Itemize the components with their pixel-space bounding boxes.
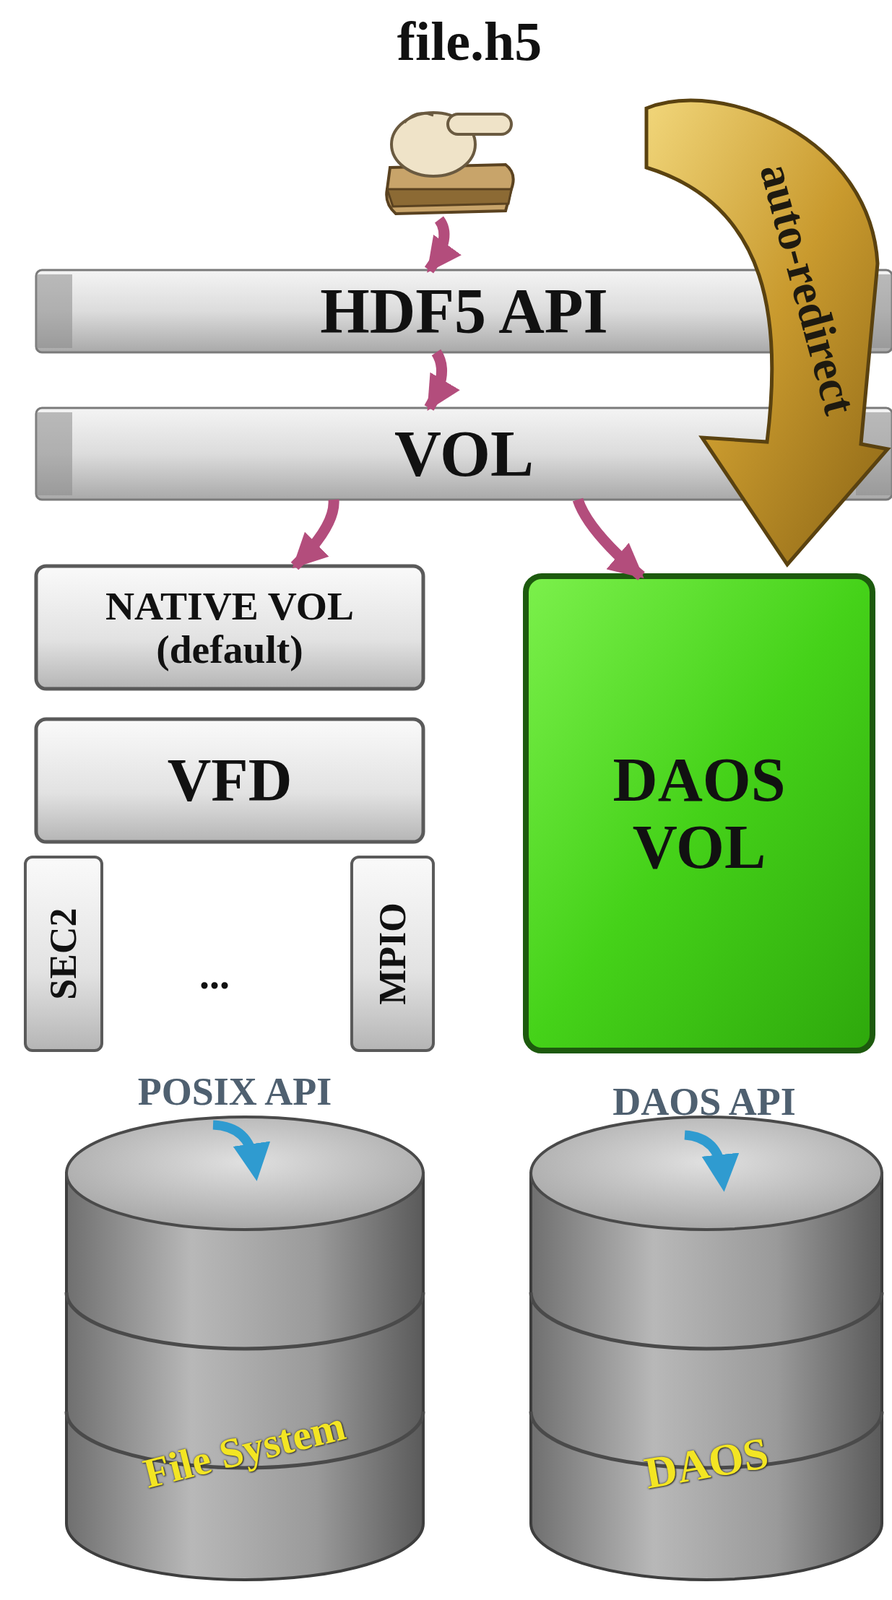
file-node: file.h5 <box>346 7 593 220</box>
node-text: File System <box>139 1404 351 1498</box>
node-text: DAOS VOL <box>569 746 830 882</box>
api-label: POSIX API <box>137 1072 333 1112</box>
native-vol-box <box>36 566 424 690</box>
process-box: VFD <box>36 719 424 843</box>
api-band: HDF5 API <box>36 270 892 353</box>
storage-cylinder: File System <box>66 1117 424 1582</box>
process-box: NATIVE VOL (default) <box>36 566 424 690</box>
vfd-box <box>36 719 424 843</box>
flow-arrow <box>577 499 642 577</box>
node-text: VOL <box>394 418 534 489</box>
node-text: file.h5 <box>397 11 543 71</box>
node-text: DAOS <box>641 1429 773 1499</box>
storage-cylinder: DAOS <box>530 1117 883 1582</box>
driver-box: SEC2 <box>25 857 102 1051</box>
node-text: HDF5 API <box>319 276 608 346</box>
api-arrow <box>684 1135 723 1174</box>
driver-box <box>351 857 434 1051</box>
node-text: VFD <box>167 748 293 814</box>
node-text: NATIVE VOL (default) <box>43 584 417 671</box>
file-icon <box>386 112 513 214</box>
driver-box <box>25 857 102 1051</box>
vol-band: VOL <box>36 408 892 500</box>
daos-vol-box <box>525 576 873 1051</box>
flow-arrow <box>294 499 334 567</box>
api-arrow <box>213 1125 255 1163</box>
ellipsis: ... <box>199 954 230 996</box>
flow-arrow <box>429 219 445 271</box>
driver-box: MPIO <box>351 857 434 1051</box>
storage-cylinder <box>530 1117 882 1581</box>
api-label: DAOS API <box>612 1082 796 1122</box>
vol-connector-box: DAOS VOL <box>525 576 873 1051</box>
node-text: MPIO <box>371 902 413 1006</box>
redirect-arrow <box>646 100 888 565</box>
storage-cylinder <box>66 1117 424 1581</box>
node-text: SEC2 <box>43 907 84 1000</box>
flow-arrow <box>429 352 443 409</box>
